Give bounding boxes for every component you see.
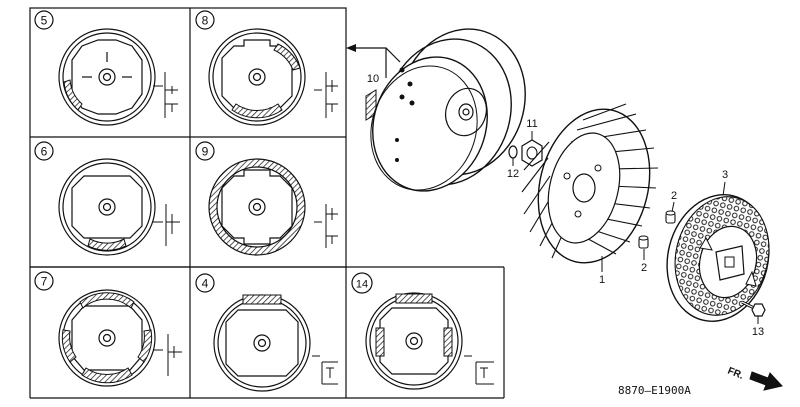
front-direction-indicator: FR. — [726, 366, 783, 391]
spacer-a — [665, 210, 676, 224]
panel-9: 9 — [195, 141, 338, 256]
callout-circle-7 — [34, 271, 54, 291]
direction-arrow-icon — [749, 371, 783, 391]
panel-7: 7 — [34, 271, 182, 387]
callout-8: 8 — [202, 14, 209, 28]
callout-12: 12 — [507, 168, 519, 180]
callout-2a: 2 — [671, 190, 677, 202]
callout-13: 13 — [752, 326, 764, 338]
panel-5: 5 — [34, 10, 178, 126]
panel-4: 4 — [195, 273, 338, 392]
panel-14: 14 — [351, 272, 494, 390]
starter-pulley — [666, 194, 770, 322]
flywheel-nut — [521, 139, 543, 167]
callout-2b: 2 — [641, 262, 647, 274]
panel-8: 8 — [195, 10, 338, 126]
callout-9: 9 — [202, 145, 209, 159]
washer — [508, 145, 518, 159]
callout-1: 1 — [599, 274, 605, 286]
callout-circle-9 — [195, 141, 215, 161]
callout-5: 5 — [41, 14, 48, 28]
panel-6: 6 — [34, 141, 180, 256]
callout-10: 10 — [367, 73, 379, 85]
callout-circle-4 — [195, 273, 215, 293]
callout-3: 3 — [722, 169, 728, 181]
callout-11: 11 — [526, 118, 537, 130]
callout-circle-5 — [34, 10, 54, 30]
cooling-fan — [521, 103, 659, 264]
figure-code: 8870—E1900A — [618, 384, 691, 397]
spacer-b — [638, 235, 649, 249]
reference-arrow — [346, 44, 401, 78]
callout-circle-14 — [351, 272, 373, 294]
callout-4: 4 — [202, 277, 209, 291]
direction-label: FR. — [726, 366, 745, 382]
variant-panel-grid — [29, 7, 505, 399]
mounting-bolt — [741, 300, 766, 317]
callout-14: 14 — [356, 279, 368, 291]
callout-7: 7 — [41, 275, 48, 289]
callout-6: 6 — [41, 145, 48, 159]
callout-circle-8 — [195, 10, 215, 30]
flywheel — [370, 28, 526, 192]
callout-circle-6 — [34, 141, 54, 161]
